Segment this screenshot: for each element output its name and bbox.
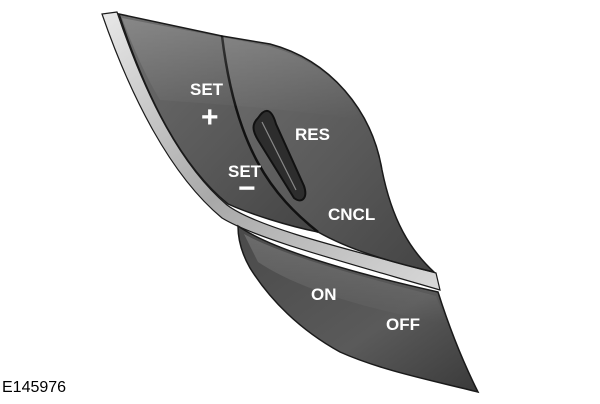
res-label: RES: [295, 125, 330, 144]
set-minus-label: SET: [228, 162, 262, 181]
cncl-label: CNCL: [328, 205, 375, 224]
set-plus-label: SET: [190, 80, 224, 99]
set-minus-symbol: −: [238, 172, 256, 205]
figure-code: E145976: [2, 379, 66, 396]
rocker-center-slot-highlight: [261, 121, 297, 191]
off-label: OFF: [386, 315, 420, 334]
on-off-shine: [244, 234, 447, 324]
on-label: ON: [311, 285, 337, 304]
set-plus-symbol: +: [201, 101, 219, 134]
upper-shine: [122, 18, 360, 120]
